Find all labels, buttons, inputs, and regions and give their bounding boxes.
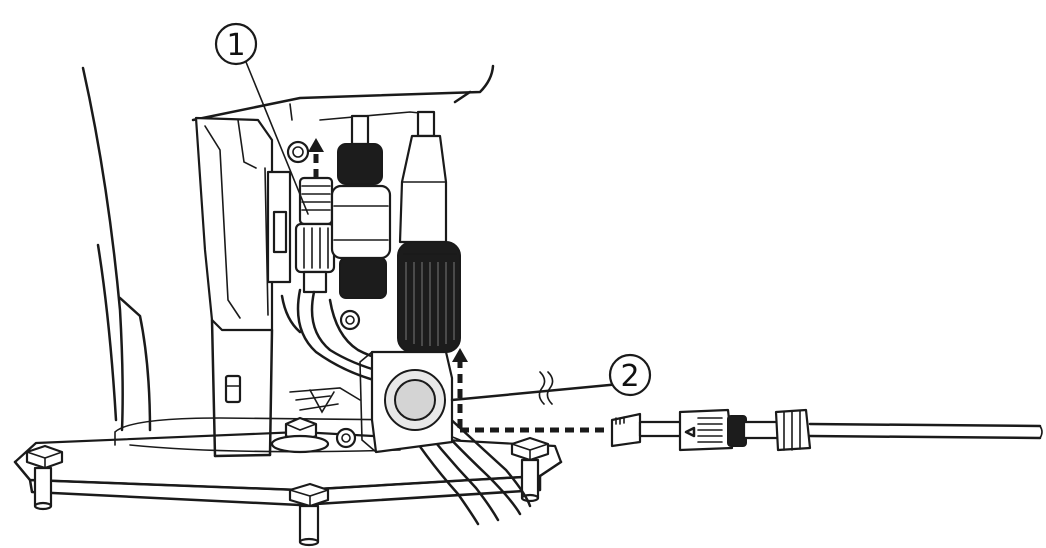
housing-body — [81, 64, 495, 458]
mounting-bolt-front — [288, 482, 330, 547]
callout-1-label: 1 — [226, 28, 245, 63]
connector-middle — [330, 114, 392, 299]
connector-one — [294, 176, 336, 294]
cable-gland — [359, 350, 454, 454]
ground-screw — [270, 416, 357, 454]
callout-1: 1 — [214, 22, 309, 215]
mounting-bolt-left — [25, 444, 64, 511]
arrow-up-gland — [452, 348, 468, 428]
panel-nut — [286, 140, 310, 164]
callout-2: 2 — [608, 353, 652, 397]
callout-2-label: 2 — [620, 359, 639, 394]
arrow-up-connector-one — [308, 138, 324, 178]
connector-tall — [397, 110, 461, 353]
inner-fitting — [289, 387, 361, 414]
lan-cable — [450, 371, 1043, 452]
small-screw — [339, 309, 361, 331]
